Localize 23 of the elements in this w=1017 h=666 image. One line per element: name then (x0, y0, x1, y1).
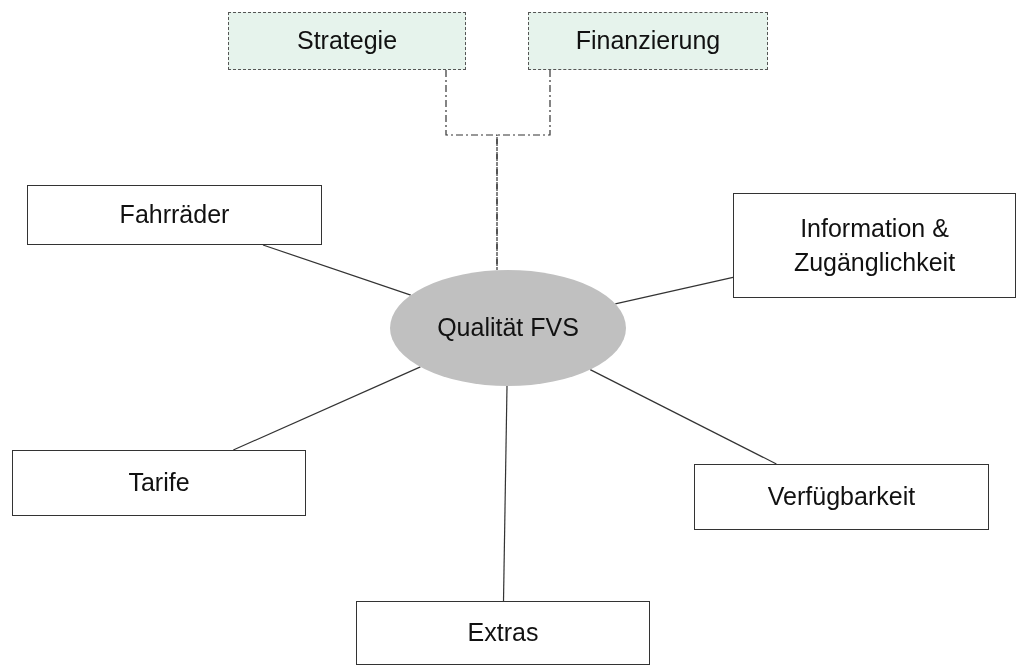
connector-line (502, 385, 508, 602)
node-label: Qualität FVS (436, 312, 580, 344)
node-label: Tarife (127, 467, 191, 499)
topic-box (228, 12, 466, 70)
topic-box (12, 450, 306, 516)
topic-box (356, 601, 650, 665)
node-label: Strategie (295, 25, 399, 57)
topic-box (694, 464, 989, 530)
connector-line (589, 369, 777, 465)
topic-box (528, 12, 768, 70)
topic-box (733, 193, 1016, 298)
node-label: Fahrräder (118, 199, 231, 231)
connector-line (262, 244, 412, 296)
node-label: Extras (466, 617, 540, 649)
topic-box (27, 185, 322, 245)
connector-line (614, 276, 734, 305)
connector-line (232, 366, 421, 451)
node-label: Finanzierung (574, 25, 722, 57)
node-label: Information & Zugänglichkeit (792, 212, 957, 278)
node-label: Verfügbarkeit (766, 481, 917, 513)
center-ellipse (390, 270, 626, 386)
connector-line (496, 69, 551, 271)
connector-line (445, 69, 498, 271)
